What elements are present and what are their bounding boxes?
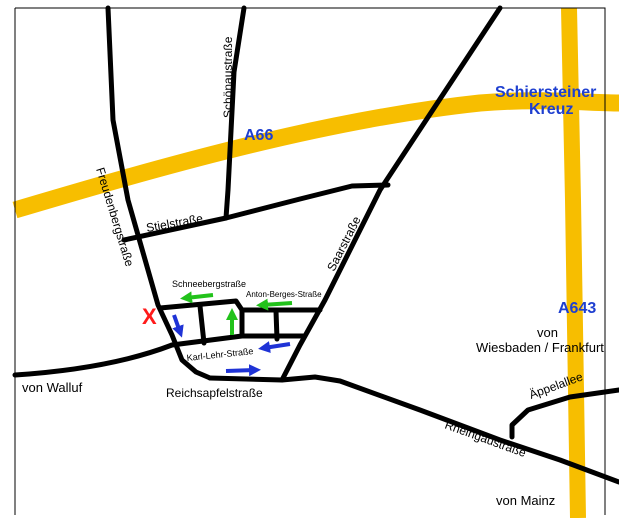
destination-marker: X — [142, 304, 157, 329]
label-schoenau: Schönaustraße — [221, 36, 235, 118]
road-walluf — [12, 342, 175, 378]
label-von-wiesbaden-line2: Wiesbaden / Frankfurt — [476, 340, 604, 355]
label-von-walluf: von Walluf — [22, 380, 83, 395]
arrow-blue-reichsapfel — [225, 364, 261, 377]
arrow-green-schneeberg — [180, 291, 214, 304]
label-junction-line2: Kreuz — [529, 101, 573, 118]
arrow-blue-down — [172, 314, 184, 338]
label-a643: A643 — [558, 300, 596, 317]
highway-a643 — [561, 7, 586, 518]
label-von-wiesbaden-line1: von — [537, 325, 558, 340]
arrow-blue-karl-lehr — [258, 341, 291, 354]
label-schneeberg: Schneebergstraße — [172, 279, 246, 289]
label-junction-line1: Schiersteiner — [495, 84, 596, 101]
map-border — [14, 7, 606, 515]
label-anton-berges: Anton-Berges-Straße — [246, 290, 322, 299]
arrow-green-anton-berges — [256, 298, 293, 311]
label-a66: A66 — [244, 127, 273, 144]
road-freudenberg — [105, 5, 213, 381]
road-network — [12, 5, 619, 485]
road-connector-1 — [197, 303, 207, 346]
direction-arrows — [172, 291, 293, 377]
label-von-mainz: von Mainz — [496, 493, 555, 508]
label-reichsapfel: Reichsapfelstraße — [166, 386, 263, 400]
road-schoenau — [223, 5, 247, 221]
road-aeppelallee — [509, 387, 619, 440]
road-reichsapfel — [207, 374, 619, 485]
road-stiel — [121, 182, 391, 243]
road-saar — [279, 5, 503, 383]
road-karl-lehr — [169, 333, 306, 348]
